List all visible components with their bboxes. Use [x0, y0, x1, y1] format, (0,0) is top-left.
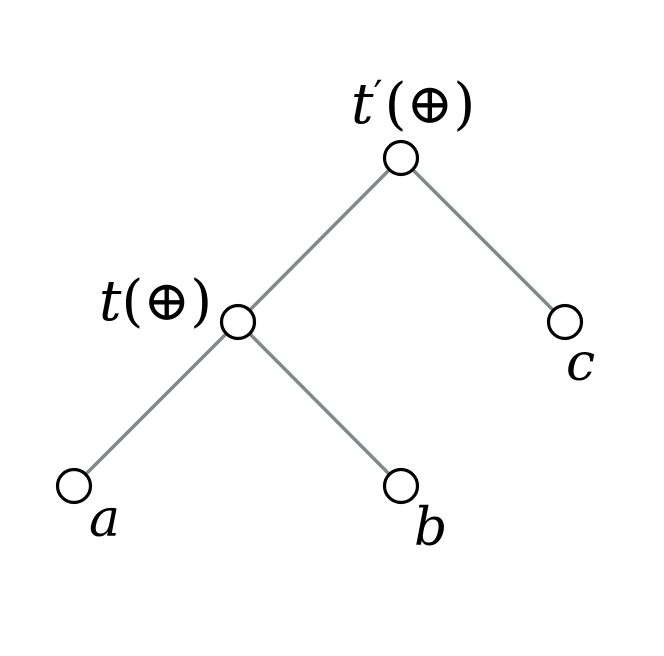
edge-inner-b: [236, 320, 403, 488]
tree-node-a: [55, 467, 93, 505]
inner-label-close: ): [190, 269, 212, 334]
inner-label-open: (: [122, 269, 144, 334]
leaf-label-a: a: [89, 489, 120, 549]
tree-node-root: [382, 139, 420, 177]
root-node-label: t′(⊕): [351, 72, 475, 137]
edge-inner-a: [72, 320, 240, 488]
tree-node-b: [382, 467, 420, 505]
root-label-operator: ⊕: [406, 72, 453, 137]
inner-label-name: t: [99, 269, 122, 334]
edge-root-inner: [236, 156, 403, 324]
root-label-name: t: [351, 72, 374, 137]
leaf-label-c: c: [566, 333, 595, 393]
root-label-close: ): [453, 72, 475, 137]
tree-node-c: [546, 303, 584, 341]
tree-node-inner: [219, 303, 257, 341]
edge-root-c: [399, 156, 567, 324]
leaf-label-b: b: [414, 498, 447, 558]
root-label-prime: ′: [374, 73, 383, 119]
root-label-open: (: [385, 72, 407, 137]
inner-node-label: t(⊕): [99, 269, 212, 334]
inner-label-operator: ⊕: [143, 269, 190, 334]
